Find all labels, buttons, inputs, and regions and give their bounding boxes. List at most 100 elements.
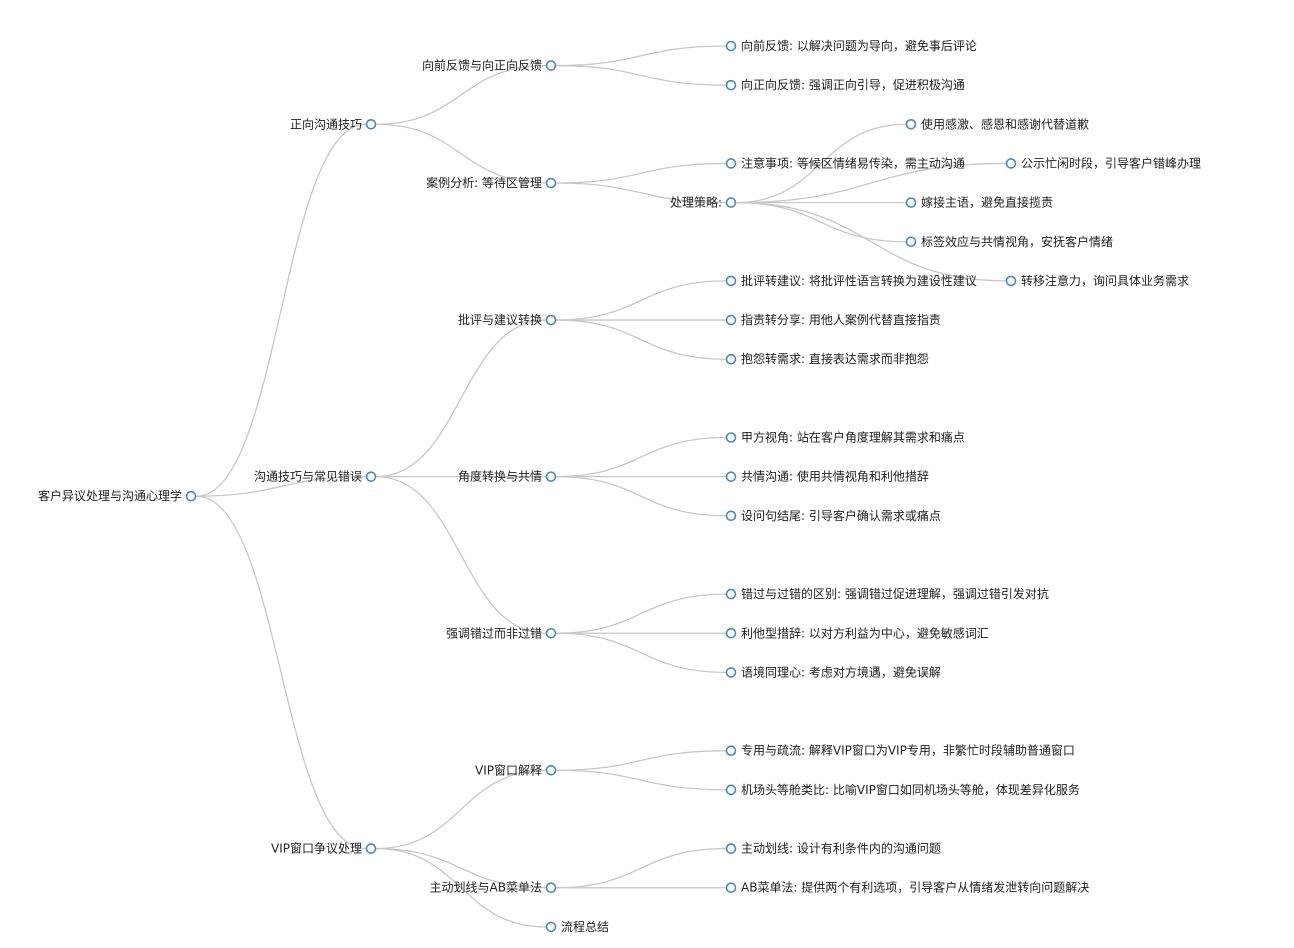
node-label: 主动划线与AB菜单法 xyxy=(430,881,542,895)
node-circle-icon[interactable] xyxy=(725,353,737,365)
node-circle-icon[interactable] xyxy=(545,60,557,71)
mindmap-node[interactable]: AB菜单法: 提供两个有利选项，引导客户从情绪发泄转向问题解决 xyxy=(725,880,1090,895)
node-label: 机场头等舱类比: 比喻VIP窗口如同机场头等舱，体现差异化服务 xyxy=(741,782,1080,797)
mindmap-node[interactable]: 使用感激、感恩和感谢代替道歉 xyxy=(905,116,1090,131)
mindmap-link xyxy=(555,64,727,86)
node-label: 沟通技巧与常见错误 xyxy=(254,470,362,484)
mindmap-node[interactable]: 客户异议处理与沟通心理学 xyxy=(38,488,197,503)
mindmap-node[interactable]: 甲方视角: 站在客户角度理解其需求和痛点 xyxy=(725,430,965,445)
node-label: 案例分析: 等待区管理 xyxy=(426,175,542,190)
node-circle-icon[interactable] xyxy=(725,784,737,796)
node-circle-icon[interactable] xyxy=(725,432,737,443)
node-circle-icon[interactable] xyxy=(725,588,737,600)
mindmap-node[interactable]: 流程总结 xyxy=(545,919,610,934)
node-circle-icon[interactable] xyxy=(725,667,737,678)
mindmap-node[interactable]: VIP窗口争议处理 xyxy=(271,842,377,856)
node-circle-icon[interactable] xyxy=(365,119,377,130)
mindmap-node[interactable]: 向前反馈与向正向反馈 xyxy=(422,58,557,73)
mindmap-node[interactable]: 向前反馈: 以解决问题为导向，避免事后评论 xyxy=(725,38,977,53)
node-circle-icon[interactable] xyxy=(725,158,737,169)
node-circle-icon[interactable] xyxy=(1005,158,1017,169)
mindmap-node[interactable]: 设问句结尾: 引导客户确认需求或痛点 xyxy=(725,508,941,523)
mindmap-link xyxy=(555,476,727,517)
node-circle-icon[interactable] xyxy=(545,882,557,894)
node-circle-icon[interactable] xyxy=(365,843,377,854)
mindmap-link xyxy=(195,476,367,497)
node-label: 主动划线: 设计有利条件内的沟通问题 xyxy=(741,841,941,856)
node-circle-icon[interactable] xyxy=(545,921,557,933)
mindmap-node[interactable]: 沟通技巧与常见错误 xyxy=(254,470,377,484)
node-circle-icon[interactable] xyxy=(905,236,917,248)
mindmap-link xyxy=(555,436,727,478)
mindmap-node[interactable]: 语境同理心: 考虑对方境遇，避免误解 xyxy=(725,664,941,679)
mindmap-node[interactable]: 嫁接主语，避免直接揽责 xyxy=(905,195,1054,210)
node-label: VIP窗口解释 xyxy=(475,763,542,777)
mindmap-node[interactable]: 标签效应与共情视角，安抚客户情绪 xyxy=(905,234,1114,249)
node-circle-icon[interactable] xyxy=(725,314,737,326)
mindmap-link xyxy=(555,632,727,674)
mindmap-node[interactable]: 指责转分享: 用他人案例代替直接指责 xyxy=(725,312,941,327)
mindmap-node[interactable]: 批评转建议: 将批评性语言转换为建设性建议 xyxy=(725,273,977,288)
mindmap-node[interactable]: 角度转换与共情 xyxy=(458,469,557,484)
mindmap-node[interactable]: 共情沟通: 使用共情视角和利他措辞 xyxy=(725,469,929,484)
mindmap-link xyxy=(195,495,367,850)
node-circle-icon[interactable] xyxy=(545,177,557,189)
mindmap-link xyxy=(375,769,547,850)
node-circle-icon[interactable] xyxy=(725,471,737,482)
mindmap-node[interactable]: 主动划线: 设计有利条件内的沟通问题 xyxy=(725,841,941,856)
mindmap-node[interactable]: 主动划线与AB菜单法 xyxy=(430,881,557,895)
node-label: 指责转分享: 用他人案例代替直接指责 xyxy=(741,312,941,327)
node-circle-icon[interactable] xyxy=(185,490,197,502)
mindmap-node[interactable]: 转移注意力，询问具体业务需求 xyxy=(1005,273,1190,288)
node-circle-icon[interactable] xyxy=(725,40,737,52)
node-circle-icon[interactable] xyxy=(725,275,737,287)
mindmap-link xyxy=(555,45,727,67)
mindmap-link xyxy=(195,123,367,497)
node-circle-icon[interactable] xyxy=(725,510,737,522)
mindmap-node[interactable]: 抱怨转需求: 直接表达需求而非抱怨 xyxy=(725,351,929,366)
node-circle-icon[interactable] xyxy=(1005,275,1017,287)
mindmap-node[interactable]: 正向沟通技巧 xyxy=(290,116,377,131)
mindmap-node[interactable]: 公示忙闲时段，引导客户错峰办理 xyxy=(1005,155,1202,170)
mindmap-node[interactable]: 案例分析: 等待区管理 xyxy=(426,175,557,190)
mindmap-node[interactable]: 强调错过而非过错 xyxy=(446,626,557,640)
mindmap-node[interactable]: 批评与建议转换 xyxy=(458,312,557,327)
node-label: 利他型措辞: 以对方利益为中心，避免敏感词汇 xyxy=(741,625,989,640)
node-label: 批评转建议: 将批评性语言转换为建设性建议 xyxy=(741,273,977,288)
node-circle-icon[interactable] xyxy=(365,471,377,482)
node-label: 处理策略: xyxy=(670,195,722,210)
node-label: 正向沟通技巧 xyxy=(290,116,362,131)
mindmap-node[interactable]: 专用与疏流: 解释VIP窗口为VIP专用，非繁忙时段辅助普通窗口 xyxy=(725,743,1075,758)
mindmap-node[interactable]: 机场头等舱类比: 比喻VIP窗口如同机场头等舱，体现差异化服务 xyxy=(725,782,1080,797)
node-circle-icon[interactable] xyxy=(725,627,737,639)
mindmap-node[interactable]: 处理策略: xyxy=(670,195,737,210)
node-label: 客户异议处理与沟通心理学 xyxy=(38,488,182,503)
node-circle-icon[interactable] xyxy=(725,882,737,894)
mindmap-node[interactable]: VIP窗口解释 xyxy=(475,763,557,777)
node-label: 标签效应与共情视角，安抚客户情绪 xyxy=(921,234,1113,249)
node-label: 专用与疏流: 解释VIP窗口为VIP专用，非繁忙时段辅助普通窗口 xyxy=(741,743,1075,758)
mindmap-node[interactable]: 向正向反馈: 强调正向引导，促进积极沟通 xyxy=(725,77,965,92)
node-circle-icon[interactable] xyxy=(725,843,737,854)
node-circle-icon[interactable] xyxy=(545,627,557,639)
mindmap-node[interactable]: 利他型措辞: 以对方利益为中心，避免敏感词汇 xyxy=(725,625,989,640)
node-circle-icon[interactable] xyxy=(905,197,917,208)
node-circle-icon[interactable] xyxy=(725,79,737,91)
mindmap-link xyxy=(555,280,727,321)
mindmap-node[interactable]: 注意事项: 等候区情绪易传染，需主动沟通 xyxy=(725,155,965,170)
mindmap-link xyxy=(375,64,547,125)
node-label: 强调错过而非过错 xyxy=(446,626,542,640)
mindmap-link xyxy=(375,847,547,889)
node-circle-icon[interactable] xyxy=(545,314,557,326)
node-circle-icon[interactable] xyxy=(545,764,557,776)
mindmap-node[interactable]: 错过与过错的区别: 强调错过促进理解，强调过错引发对抗 xyxy=(725,586,1049,601)
node-circle-icon[interactable] xyxy=(905,119,917,130)
node-circle-icon[interactable] xyxy=(545,471,557,482)
node-label: 公示忙闲时段，引导客户错峰办理 xyxy=(1021,155,1201,170)
mindmap-link xyxy=(735,123,907,204)
node-circle-icon[interactable] xyxy=(725,745,737,757)
node-circle-icon[interactable] xyxy=(725,197,737,208)
node-label: 使用感激、感恩和感谢代替道歉 xyxy=(921,116,1089,131)
node-label: 向正向反馈: 强调正向引导，促进积极沟通 xyxy=(741,77,965,92)
